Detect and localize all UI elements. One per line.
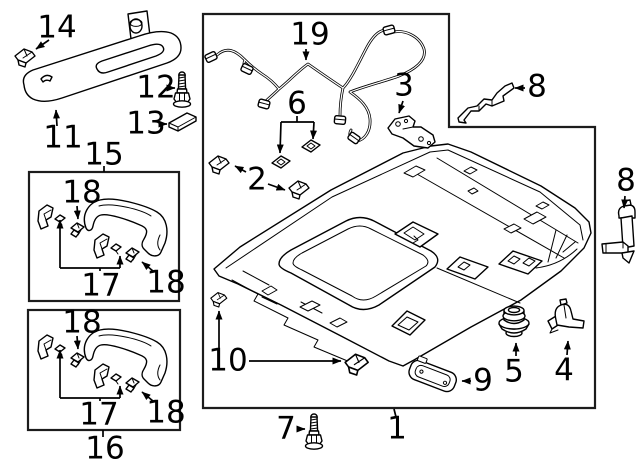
callout-label-6: 6 [287,85,307,122]
callout-label-1: 1 [387,410,407,447]
fastener-screw-drawing [304,413,324,450]
callout-label-15: 15 [84,136,124,173]
console-cutout [394,221,439,248]
headliner-panel-drawing [213,143,592,367]
callout-label-17a: 17 [81,267,121,304]
callout-label-9: 9 [473,362,493,399]
visor-clip-drawing [14,48,36,68]
callout-arrows [35,39,629,437]
callout-label-19: 19 [290,16,330,53]
visor-retainer-drawing [168,112,197,132]
callout-label-17b: 17 [79,396,119,433]
callout-label-4: 4 [554,352,574,389]
callout-label-5: 5 [504,353,524,390]
rear-lamp-drawing [408,355,457,393]
callout-label-18c: 18 [62,304,102,341]
rear-clip-drawing [547,298,585,334]
callout-label-3: 3 [394,67,414,104]
callout-label-7: 7 [276,410,296,447]
callout-label-18b: 18 [146,264,186,301]
sunroof-opening [278,216,439,311]
callout-label-18d: 18 [146,394,186,431]
side-bracket-left-drawing [457,82,515,124]
visor-screw-drawing [172,71,192,108]
callout-label-14: 14 [37,9,77,46]
grommet-drawing [498,305,530,338]
console-bracket-drawing [387,115,436,149]
callout-label-2: 2 [247,161,267,198]
callout-label-8a: 8 [527,68,547,105]
callout-label-11: 11 [43,119,83,156]
callout-label-10: 10 [208,342,248,379]
main-parts-box [201,12,597,410]
grab-handle-box-16 [26,308,182,432]
callout-label-8b: 8 [616,162,636,199]
sun-visor-drawing [22,10,182,102]
callout-label-12: 12 [136,69,176,106]
callout-label-13: 13 [126,105,166,142]
side-bracket-right-drawing [601,199,636,264]
dome-lamp-cutout [391,310,426,336]
callout-label-18a: 18 [62,174,102,211]
callout-label-16: 16 [85,430,125,467]
harness-clips-drawing [271,139,321,169]
